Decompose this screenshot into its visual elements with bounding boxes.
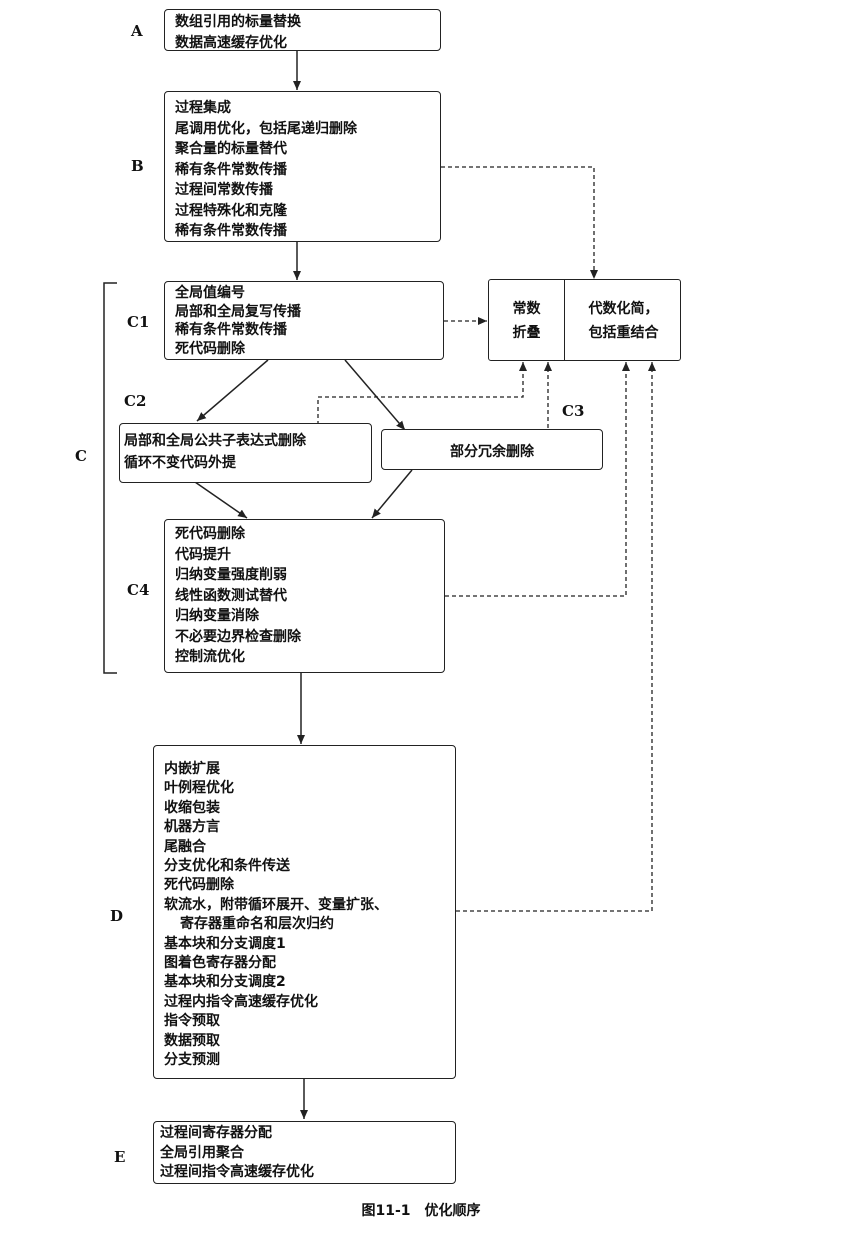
stage-c3-box: 部分冗余删除 bbox=[381, 429, 603, 470]
algebraic-simplification-label: 代数化简， 包括重结合 bbox=[588, 301, 659, 341]
stage-d-item: 死代码删除 bbox=[164, 877, 234, 894]
stage-c4-box: 死代码删除 代码提升 归纳变量强度削弱 线性函数测试替代 归纳变量消除 不必要边… bbox=[164, 519, 445, 673]
stage-b-item: 聚合量的标量替代 bbox=[175, 141, 287, 157]
stage-c4-item: 死代码删除 bbox=[175, 526, 245, 542]
dash-c2-to-fold bbox=[317, 362, 527, 425]
stage-b-box: 过程集成 尾调用优化，包括尾递归删除 聚合量的标量替代 稀有条件常数传播 过程间… bbox=[164, 91, 441, 242]
stage-e-box: 过程间寄存器分配 全局引用聚合 过程间指令高速缓存优化 bbox=[153, 1121, 456, 1184]
stage-d-item: 尾融合 bbox=[164, 838, 206, 855]
stage-c4-item: 归纳变量消除 bbox=[175, 608, 259, 624]
stage-d-item: 软流水，附带循环展开、变量扩张、 bbox=[164, 896, 388, 913]
stage-a-box: 数组引用的标量替换 数据高速缓存优化 bbox=[164, 9, 441, 51]
stage-label-b: B bbox=[131, 157, 144, 175]
stage-label-c3: C3 bbox=[562, 402, 585, 420]
stage-d-item: 数据预取 bbox=[164, 1032, 220, 1049]
dash-d-to-algebra bbox=[456, 362, 656, 912]
stage-c2-box: 局部和全局公共子表达式删除 循环不变代码外提 bbox=[119, 423, 372, 483]
constant-folding-algebra-box: 常数 折叠 代数化简， 包括重结合 bbox=[488, 279, 681, 361]
stage-label-c: C bbox=[75, 447, 87, 465]
stage-b-item: 稀有条件常数传播 bbox=[175, 161, 287, 178]
stage-d-item: 内嵌扩展 bbox=[164, 761, 220, 777]
stage-b-item: 稀有条件常数传播 bbox=[175, 223, 287, 239]
dash-c4-to-algebra bbox=[445, 362, 630, 597]
dash-b-to-algebra bbox=[441, 166, 598, 279]
stage-a-item: 数组引用的标量替换 bbox=[175, 14, 301, 30]
stage-c3-item: 部分冗余删除 bbox=[450, 444, 534, 460]
stage-c1-item: 死代码删除 bbox=[175, 340, 245, 357]
stage-b-item: 过程特殊化和克隆 bbox=[175, 202, 287, 219]
stage-d-item: 基本块和分支调度1 bbox=[164, 935, 286, 952]
arrow-c1-to-c3 bbox=[344, 359, 406, 431]
stage-label-d: D bbox=[110, 907, 124, 925]
stage-c4-item: 归纳变量强度削弱 bbox=[175, 567, 287, 583]
stage-d-item: 过程内指令高速缓存优化 bbox=[164, 993, 318, 1010]
arrow-c2-to-c4 bbox=[194, 481, 248, 519]
stage-c4-item: 控制流优化 bbox=[175, 649, 245, 665]
stage-d-item: 机器方言 bbox=[164, 819, 220, 836]
stage-c4-item: 代码提升 bbox=[175, 546, 231, 563]
stage-d-item: 基本块和分支调度2 bbox=[164, 974, 286, 991]
stage-d-item: 分支预测 bbox=[164, 1052, 220, 1069]
stage-b-item: 过程间常数传播 bbox=[175, 182, 273, 198]
stage-c4-item: 线性函数测试替代 bbox=[175, 587, 287, 604]
stage-label-e: E bbox=[114, 1148, 126, 1166]
stage-d-item: 寄存器重命名和层次归约 bbox=[180, 916, 334, 933]
stage-label-c2: C2 bbox=[124, 392, 147, 410]
stage-d-item: 分支优化和条件传送 bbox=[164, 858, 290, 875]
side-box-divider bbox=[564, 280, 565, 360]
arrow-c3-to-c4 bbox=[371, 469, 413, 519]
stage-label-c1: C1 bbox=[127, 313, 150, 331]
stage-b-item: 过程集成 bbox=[175, 100, 231, 116]
group-c-bracket bbox=[103, 282, 117, 674]
stage-c1-box: 全局值编号 局部和全局复写传播 稀有条件常数传播 死代码删除 bbox=[164, 281, 444, 360]
stage-c2-item: 局部和全局公共子表达式删除 bbox=[124, 433, 306, 449]
stage-d-item: 图着色寄存器分配 bbox=[164, 955, 276, 972]
stage-e-item: 过程间寄存器分配 bbox=[160, 1125, 272, 1141]
stage-c1-item: 局部和全局复写传播 bbox=[175, 303, 301, 320]
stage-label-a: A bbox=[131, 22, 143, 40]
stage-e-item: 过程间指令高速缓存优化 bbox=[160, 1164, 314, 1180]
stage-c4-item: 不必要边界检查删除 bbox=[175, 628, 301, 645]
stage-c1-item: 稀有条件常数传播 bbox=[175, 322, 287, 338]
stage-d-item: 指令预取 bbox=[164, 1013, 220, 1030]
stage-c2-item: 循环不变代码外提 bbox=[124, 455, 236, 471]
figure-caption: 图11-1 优化顺序 bbox=[361, 1203, 481, 1219]
stage-a-item: 数据高速缓存优化 bbox=[175, 34, 287, 51]
stage-d-item: 收缩包装 bbox=[164, 799, 220, 816]
stage-b-item: 尾调用优化，包括尾递归删除 bbox=[175, 120, 357, 137]
stage-label-c4: C4 bbox=[127, 581, 150, 599]
stage-d-item: 叶例程优化 bbox=[164, 780, 234, 797]
stage-d-box: 内嵌扩展 叶例程优化 收缩包装 机器方言 尾融合 分支优化和条件传送 死代码删除… bbox=[153, 745, 456, 1079]
constant-folding-label: 常数 折叠 bbox=[512, 301, 541, 341]
stage-c1-item: 全局值编号 bbox=[175, 285, 245, 301]
stage-e-item: 全局引用聚合 bbox=[160, 1144, 244, 1161]
arrow-c1-to-c2 bbox=[196, 359, 269, 422]
